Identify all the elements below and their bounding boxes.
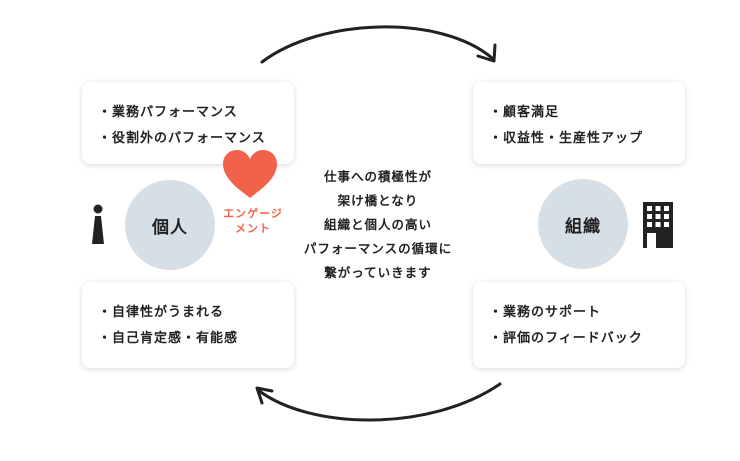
- center-line: 仕事への積極性が: [323, 169, 432, 184]
- card-item: 役割外のパフォーマンス: [98, 126, 280, 152]
- organization-support-card: 業務のサポート 評価のフィードバック: [473, 282, 685, 368]
- card-item: 業務のサポート: [489, 300, 671, 326]
- center-line: 架け橋となり: [337, 193, 419, 208]
- center-description: 仕事への積極性が 架け橋となり 組織と個人の高い パフォーマンスの循環に 繋がっ…: [285, 165, 471, 285]
- engagement-line-2: メント: [235, 222, 271, 235]
- building-icon: [643, 202, 673, 248]
- individual-benefit-card: 自律性がうまれる 自己肯定感・有能感: [82, 282, 294, 368]
- organization-circle: 組織: [538, 179, 628, 269]
- engagement-label: エンゲージ メント: [213, 206, 293, 236]
- card-item: 収益性・生産性アップ: [489, 126, 671, 152]
- card-item: 業務パフォーマンス: [98, 100, 280, 126]
- center-line: 組織と個人の高い: [323, 217, 432, 232]
- card-item: 評価のフィードバック: [489, 326, 671, 352]
- card-item: 自己肯定感・有能感: [98, 326, 280, 352]
- heart-icon: [223, 150, 277, 198]
- center-line: パフォーマンスの循環に: [303, 241, 453, 256]
- organization-result-card: 顧客満足 収益性・生産性アップ: [473, 82, 685, 164]
- card-item: 顧客満足: [489, 100, 671, 126]
- individual-label: 個人: [152, 217, 188, 238]
- organization-label: 組織: [565, 216, 601, 237]
- individual-circle: 個人: [125, 180, 215, 270]
- person-icon: [92, 204, 104, 244]
- engagement-line-1: エンゲージ: [223, 207, 283, 220]
- center-line: 繋がっていきます: [324, 265, 432, 280]
- individual-performance-card: 業務パフォーマンス 役割外のパフォーマンス: [82, 82, 294, 164]
- card-item: 自律性がうまれる: [98, 300, 280, 326]
